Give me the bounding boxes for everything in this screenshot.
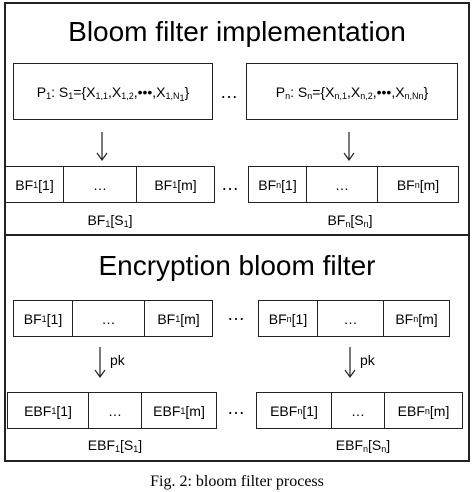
set-ellipsis: … — [220, 82, 238, 102]
set-n-formula: Pn: Sn={Xn,1,Xn,2,•••,Xn,Nn} — [275, 83, 429, 101]
bottom-section-title: Encryption bloom filter — [98, 250, 376, 281]
pk-arrow-1 — [94, 347, 106, 379]
ebf-label-1: EBF1[S1] — [87, 437, 143, 454]
set-box-n: Pn: Sn={Xn,1,Xn,2,•••,Xn,Nn} — [246, 63, 458, 120]
bottom-bf-1-cell-middle: … — [73, 301, 145, 336]
set-box-1: P1: S1={X1,1,X1,2,•••,X1,N1} — [13, 63, 213, 120]
set-1-formula: P1: S1={X1,1,X1,2,•••,X1,N1} — [36, 83, 190, 103]
pk-label-1: pk — [110, 352, 125, 368]
bf-ellipsis: … — [221, 174, 239, 194]
figure-caption: Fig. 2: bloom filter process — [150, 473, 324, 490]
bf-label-1: BF1[S1] — [87, 212, 133, 229]
pk-arrow-n — [344, 347, 356, 379]
ebf-ellipsis: … — [227, 398, 245, 418]
ebf-1-cell-middle: … — [89, 393, 142, 428]
bottom-bf-ellipsis: … — [227, 304, 245, 324]
top-section-title: Bloom filter implementation — [68, 16, 406, 47]
ebf-label-n: EBFn[Sn] — [335, 437, 391, 454]
bf-n-cell-middle: … — [307, 167, 378, 202]
bf-1-cell-middle: … — [64, 167, 137, 202]
ebf-n-cell-middle: … — [332, 393, 385, 428]
pk-label-n: pk — [360, 352, 375, 368]
bf-label-n: BFn[Sn] — [327, 212, 373, 229]
section-divider — [4, 234, 470, 236]
arrow-setn-to-bfn — [343, 132, 355, 162]
bottom-bf-n-cell-middle: … — [318, 301, 384, 336]
arrow-set1-to-bf1 — [96, 132, 108, 162]
outer-frame — [4, 2, 470, 462]
